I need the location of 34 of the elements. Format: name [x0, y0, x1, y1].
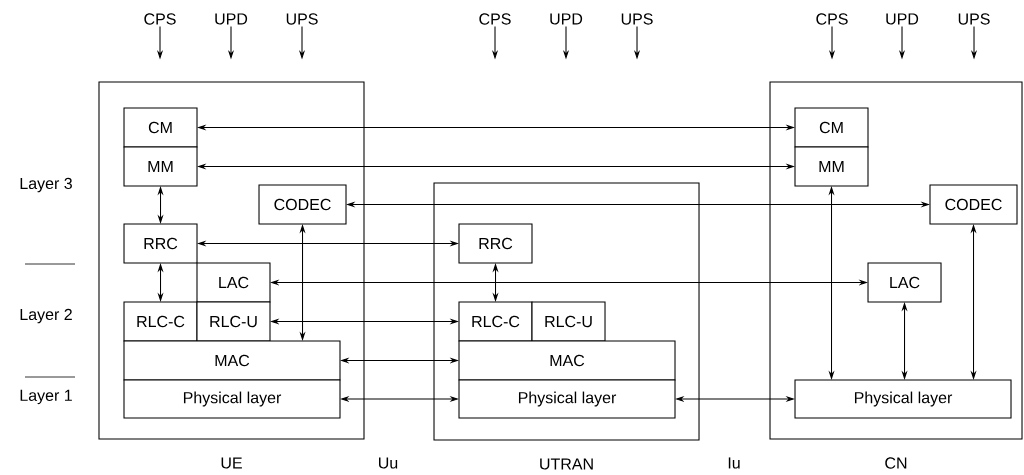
interface-label: UPS: [621, 13, 653, 25]
layer-box: RLC-U: [196, 301, 271, 342]
layer-label: Iu: [728, 457, 740, 469]
layer-box: Physical layer: [123, 379, 341, 419]
layer-box: MM: [794, 146, 869, 187]
layer-box: RRC: [458, 223, 533, 264]
layer-box: RRC: [123, 223, 198, 264]
layer-box: RLC-C: [458, 301, 533, 342]
layer-box: CODEC: [929, 184, 1018, 225]
layer-box: RLC-U: [531, 301, 606, 342]
interface-label: UPD: [886, 13, 919, 25]
layer-label: Layer 1: [20, 389, 72, 405]
node-label: CN: [885, 457, 907, 469]
layer-label: Uu: [379, 457, 398, 469]
node-label: UTRAN: [540, 458, 593, 470]
layer-box: CODEC: [258, 184, 347, 225]
layer-box: Physical layer: [794, 379, 1012, 419]
layer-box: MM: [123, 146, 198, 187]
interface-label: CPS: [479, 13, 511, 25]
layer-box: Physical layer: [458, 379, 676, 419]
interface-label: UPD: [215, 13, 248, 25]
interface-label: UPS: [958, 13, 990, 25]
layer-label: Layer 3: [20, 177, 72, 193]
node-label: UE: [221, 457, 242, 469]
interface-label: UPS: [286, 13, 318, 25]
layer-box: CM: [123, 107, 198, 148]
layer-box: RLC-C: [123, 301, 198, 342]
layer-label: Layer 2: [20, 308, 72, 324]
interface-label: UPD: [550, 13, 583, 25]
layer-box: CM: [794, 107, 869, 148]
interface-label: CPS: [816, 13, 848, 25]
layer-box: LAC: [867, 262, 942, 303]
interface-label: CPS: [144, 13, 176, 25]
layer-box: LAC: [196, 262, 271, 303]
